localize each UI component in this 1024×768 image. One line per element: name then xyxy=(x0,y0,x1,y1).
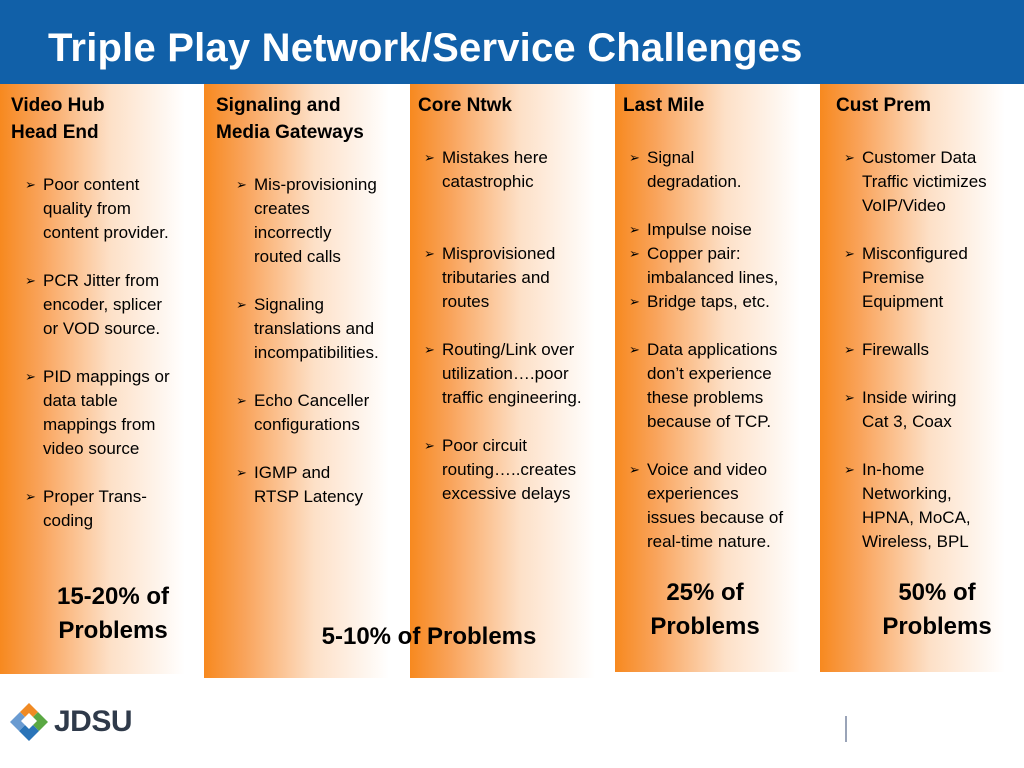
bullet-arrow-icon: ➢ xyxy=(629,246,640,261)
signaling-core-percent: 5-10% of Problems xyxy=(321,623,537,650)
list-item: ➢Impulse noise xyxy=(629,218,819,242)
bullet-arrow-icon: ➢ xyxy=(25,177,36,192)
list-item: ➢Inside wiring Cat 3, Coax xyxy=(844,388,957,431)
list-item: ➢IGMP and RTSP Latency xyxy=(236,463,363,506)
bullet-arrow-icon: ➢ xyxy=(629,294,640,309)
last-mile-issue-list: ➢Signal degradation. ➢Impulse noise ➢Cop… xyxy=(629,146,819,554)
column-heading-core-network: Core Ntwk xyxy=(418,95,512,116)
bullet-arrow-icon: ➢ xyxy=(844,462,855,477)
column-heading-signaling: Signaling and Media Gateways xyxy=(216,95,364,143)
bullet-arrow-icon: ➢ xyxy=(844,342,855,357)
column-signaling: Signaling and Media Gateways ➢Mis-provis… xyxy=(204,84,410,678)
customer-premises-percent: 50% of Problems xyxy=(882,579,992,640)
column-customer-premises: Cust Prem ➢Customer Data Traffic victimi… xyxy=(820,84,1024,672)
list-item: ➢Signal degradation. xyxy=(629,148,742,191)
list-item: ➢Proper Trans- coding xyxy=(25,487,147,530)
column-core-network: Core Ntwk ➢Mistakes here catastrophic ➢M… xyxy=(410,84,615,678)
bullet-arrow-icon: ➢ xyxy=(236,177,247,192)
footer-divider xyxy=(845,716,847,742)
list-item: ➢PCR Jitter from encoder, splicer or VOD… xyxy=(25,271,163,338)
bullet-arrow-icon: ➢ xyxy=(629,462,640,477)
video-hub-percent: 15-20% of Problems xyxy=(56,583,170,644)
bullet-arrow-icon: ➢ xyxy=(236,465,247,480)
bullet-arrow-icon: ➢ xyxy=(629,342,640,357)
bullet-arrow-icon: ➢ xyxy=(844,390,855,405)
column-heading-customer-premises: Cust Prem xyxy=(836,95,932,116)
list-item: ➢Echo Canceller configurations xyxy=(236,391,370,434)
bullet-arrow-icon: ➢ xyxy=(844,246,855,261)
bullet-arrow-icon: ➢ xyxy=(236,297,247,312)
core-network-issue-list: ➢Mistakes here catastrophic ➢Misprovisio… xyxy=(424,146,614,506)
list-item: ➢Signaling translations and incompatibil… xyxy=(236,295,379,362)
column-video-hub: Video Hub Head End ➢Poor content quality… xyxy=(0,84,214,674)
list-item: ➢Data applications don’t experience thes… xyxy=(629,340,778,431)
list-item: ➢Customer Data Traffic victimizes VoIP/V… xyxy=(844,148,987,215)
list-item: ➢Routing/Link over utilization….poor tra… xyxy=(424,340,582,407)
signaling-issue-list: ➢Mis-provisioning creates incorrectly ro… xyxy=(236,173,408,509)
list-item: ➢Poor circuit routing…..creates excessiv… xyxy=(424,436,577,503)
list-item: ➢Mis-provisioning creates incorrectly ro… xyxy=(236,175,377,266)
jdsu-diamond-logo-icon xyxy=(10,703,48,741)
bullet-arrow-icon: ➢ xyxy=(25,273,36,288)
customer-premises-issue-list: ➢Customer Data Traffic victimizes VoIP/V… xyxy=(844,146,1022,554)
list-item: ➢Voice and video experiences issues beca… xyxy=(629,460,784,551)
title-bar: Triple Play Network/Service Challenges xyxy=(0,0,1024,84)
list-item: ➢Poor content quality from content provi… xyxy=(25,175,169,242)
column-heading-last-mile: Last Mile xyxy=(623,95,705,116)
video-hub-issue-list: ➢Poor content quality from content provi… xyxy=(25,173,205,533)
jdsu-logo: JDSU xyxy=(8,701,158,745)
bullet-arrow-icon: ➢ xyxy=(629,222,640,237)
bullet-arrow-icon: ➢ xyxy=(424,438,435,453)
list-item: ➢In-home Networking, HPNA, MoCA, Wireles… xyxy=(844,460,971,551)
bullet-arrow-icon: ➢ xyxy=(25,489,36,504)
slide-title: Triple Play Network/Service Challenges xyxy=(48,26,803,70)
column-heading-video-hub: Video Hub Head End xyxy=(11,95,105,143)
list-item: ➢PID mappings or data table mappings fro… xyxy=(25,367,170,458)
list-item: ➢Misconfigured Premise Equipment xyxy=(844,244,968,311)
list-item: ➢Bridge taps, etc. xyxy=(629,290,819,314)
list-item: ➢Misprovisioned tributaries and routes xyxy=(424,244,556,311)
bullet-arrow-icon: ➢ xyxy=(424,246,435,261)
bullet-arrow-icon: ➢ xyxy=(236,393,247,408)
bullet-arrow-icon: ➢ xyxy=(629,150,640,165)
list-item: ➢Copper pair: imbalanced lines, xyxy=(629,244,779,287)
column-last-mile: Last Mile ➢Signal degradation. ➢Impulse … xyxy=(615,84,820,672)
bullet-arrow-icon: ➢ xyxy=(844,150,855,165)
logo-wordmark: JDSU xyxy=(54,705,133,738)
last-mile-percent: 25% of Problems xyxy=(650,579,760,640)
bullet-arrow-icon: ➢ xyxy=(25,369,36,384)
list-item: ➢Firewalls xyxy=(844,338,1022,362)
bullet-arrow-icon: ➢ xyxy=(424,150,435,165)
bullet-arrow-icon: ➢ xyxy=(424,342,435,357)
list-item: ➢Mistakes here catastrophic xyxy=(424,148,548,191)
